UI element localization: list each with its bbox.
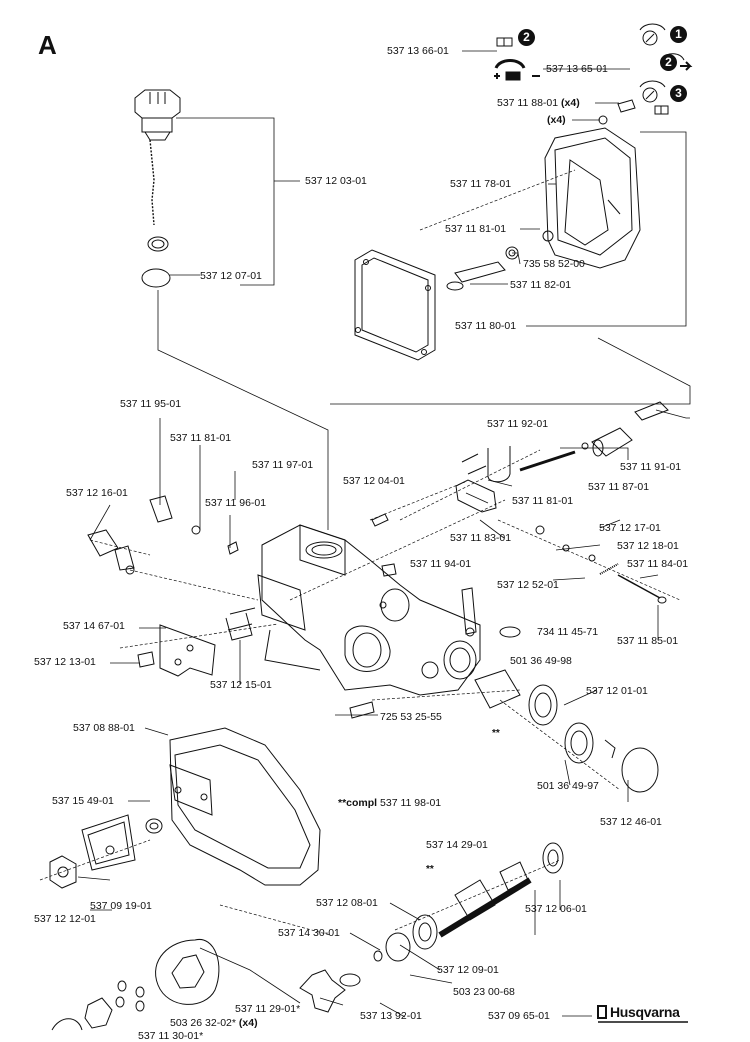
part-label: 537 15 49-01 — [52, 795, 114, 807]
part-label: 537 12 12-01 — [34, 913, 96, 925]
part-label: (x4) — [547, 114, 566, 126]
part-label: 537 11 83-01 — [450, 532, 512, 544]
part-label: 537 13 66-01 — [387, 45, 449, 57]
part-label: 734 11 45-71 — [537, 626, 599, 638]
part-label: 537 12 18-01 — [617, 540, 679, 552]
step-number-badge: 2 — [518, 29, 535, 46]
part-label: 503 23 00-68 — [453, 986, 515, 998]
tool-symbols — [494, 23, 693, 1023]
part-label: 537 14 29-01 — [426, 839, 488, 851]
drive-shaft — [51, 842, 564, 1031]
pump-assembly — [371, 401, 669, 604]
part-label: 501 36 49-97 — [537, 780, 599, 792]
part-label: 537 11 88-01 (x4) — [497, 97, 580, 109]
part-label: 537 12 03-01 — [305, 175, 367, 187]
part-label: 537 13 65-01 — [546, 63, 608, 75]
part-label: 537 14 30-01 — [278, 927, 340, 939]
part-label: 537 12 16-01 — [66, 487, 128, 499]
part-label: 537 12 01-01 — [586, 685, 648, 697]
left-fasteners — [87, 495, 521, 719]
belt-cover — [49, 727, 321, 889]
section-letter: A — [38, 30, 57, 60]
part-label: 537 08 88-01 — [73, 722, 135, 734]
gasket — [354, 249, 436, 361]
part-label: 501 36 49-98 — [510, 655, 572, 667]
part-label: 537 12 06-01 — [525, 903, 587, 915]
part-label: 537 12 46-01 — [600, 816, 662, 828]
brand-logo: Husqvarna — [610, 1004, 680, 1020]
filler-cap — [134, 89, 181, 288]
part-label: 537 11 95-01 — [120, 398, 182, 410]
tank-cover — [446, 99, 641, 291]
part-label: 735 58 52-00 — [523, 258, 585, 270]
step-number-badge: 3 — [670, 85, 687, 102]
part-label: 537 12 13-01 — [34, 656, 96, 668]
part-label: 537 09 19-01 — [90, 900, 152, 912]
part-label: 537 11 80-01 — [455, 320, 517, 332]
part-label: 537 11 81-01 — [512, 495, 574, 507]
part-label: 537 11 97-01 — [252, 459, 314, 471]
bearings — [474, 669, 659, 793]
explode-guides — [39, 169, 681, 936]
part-label: 537 12 04-01 — [343, 475, 405, 487]
part-label: 537 11 91-01 — [620, 461, 682, 473]
part-label: 503 26 32-02* (x4) — [170, 1017, 258, 1029]
part-label: 537 12 52-01 — [497, 579, 559, 591]
complete-assembly-note: **compl 537 11 98-01 — [338, 797, 442, 809]
part-label: 537 11 87-01 — [588, 481, 650, 493]
part-label: 537 13 92-01 — [360, 1010, 422, 1022]
step-number-badge: 1 — [670, 26, 687, 43]
exploded-assembly-marker: ** — [492, 728, 500, 739]
part-label: 537 09 65-01 — [488, 1010, 550, 1022]
part-label: 537 12 08-01 — [316, 897, 378, 909]
exploded-assembly-marker: ** — [426, 864, 434, 875]
part-label: 537 12 09-01 — [437, 964, 499, 976]
part-label: 537 11 82-01 — [510, 279, 572, 291]
part-label: 537 11 81-01 — [445, 223, 507, 235]
part-label: 537 14 67-01 — [63, 620, 125, 632]
part-label: 537 11 84-01 — [627, 558, 689, 570]
part-label: 537 11 85-01 — [617, 635, 679, 647]
part-label: 537 11 78-01 — [450, 178, 512, 190]
part-label: 537 11 29-01* — [235, 1003, 301, 1015]
part-label: 537 12 15-01 — [210, 679, 272, 691]
step-number-badge: 2 — [660, 54, 677, 71]
part-label: 537 11 94-01 — [410, 558, 472, 570]
part-label: 537 11 96-01 — [205, 497, 267, 509]
part-label: 537 11 81-01 — [170, 432, 232, 444]
part-label: 537 11 92-01 — [487, 418, 549, 430]
part-label: 537 12 07-01 — [200, 270, 262, 282]
part-label: 537 11 30-01* — [138, 1030, 204, 1042]
part-label: 537 12 17-01 — [599, 522, 661, 534]
part-label: 725 53 25-55 — [380, 711, 442, 723]
